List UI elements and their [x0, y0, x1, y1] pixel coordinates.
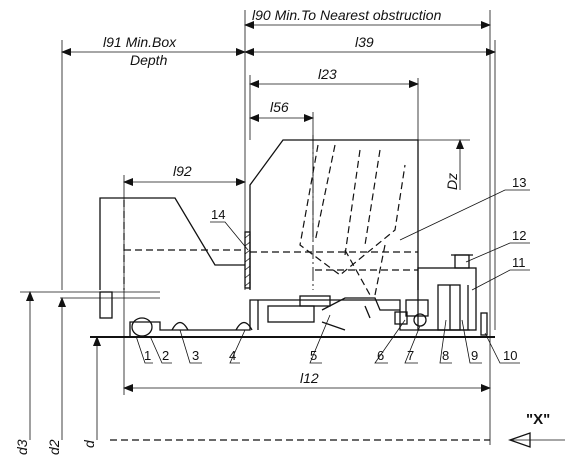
view-label: "X" [526, 411, 550, 428]
callout-4: 4 [229, 348, 236, 363]
view-arrow-x: "X" [508, 411, 565, 448]
dim-d3: d3 [14, 439, 30, 455]
callout-12: 12 [512, 228, 526, 243]
dim-dz: Dz [444, 173, 460, 190]
dim-l23: l23 [318, 66, 337, 82]
dim-l90: l90 Min.To Nearest obstruction [252, 7, 442, 23]
dim-l39: l39 [355, 34, 374, 50]
dim-d: d [81, 439, 97, 448]
callout-3: 3 [192, 348, 199, 363]
dim-l92: l92 [173, 163, 192, 179]
callout-5: 5 [310, 348, 317, 363]
dim-l91: l91 Min.Box [103, 34, 177, 50]
callout-numbers: 1 2 3 4 5 6 7 8 9 10 11 12 13 14 [144, 175, 526, 363]
callout-1: 1 [144, 348, 151, 363]
dim-l56: l56 [270, 99, 289, 115]
callout-13: 13 [512, 175, 526, 190]
dim-l91-depth: Depth [130, 52, 168, 68]
dim-d2: d2 [46, 439, 62, 455]
dimension-lines [20, 10, 496, 445]
callout-leaders [135, 189, 530, 364]
callout-11: 11 [512, 255, 526, 270]
callout-8: 8 [442, 348, 449, 363]
callout-10: 10 [503, 348, 517, 363]
callout-6: 6 [377, 348, 384, 363]
callout-7: 7 [407, 348, 414, 363]
seal-assembly [90, 135, 495, 441]
dimension-labels: l90 Min.To Nearest obstruction l91 Min.B… [14, 7, 460, 455]
callout-2: 2 [162, 348, 169, 363]
callout-14: 14 [211, 207, 225, 222]
housing-13 [249, 139, 419, 290]
callout-9: 9 [471, 348, 478, 363]
dim-l12: l12 [300, 370, 319, 386]
